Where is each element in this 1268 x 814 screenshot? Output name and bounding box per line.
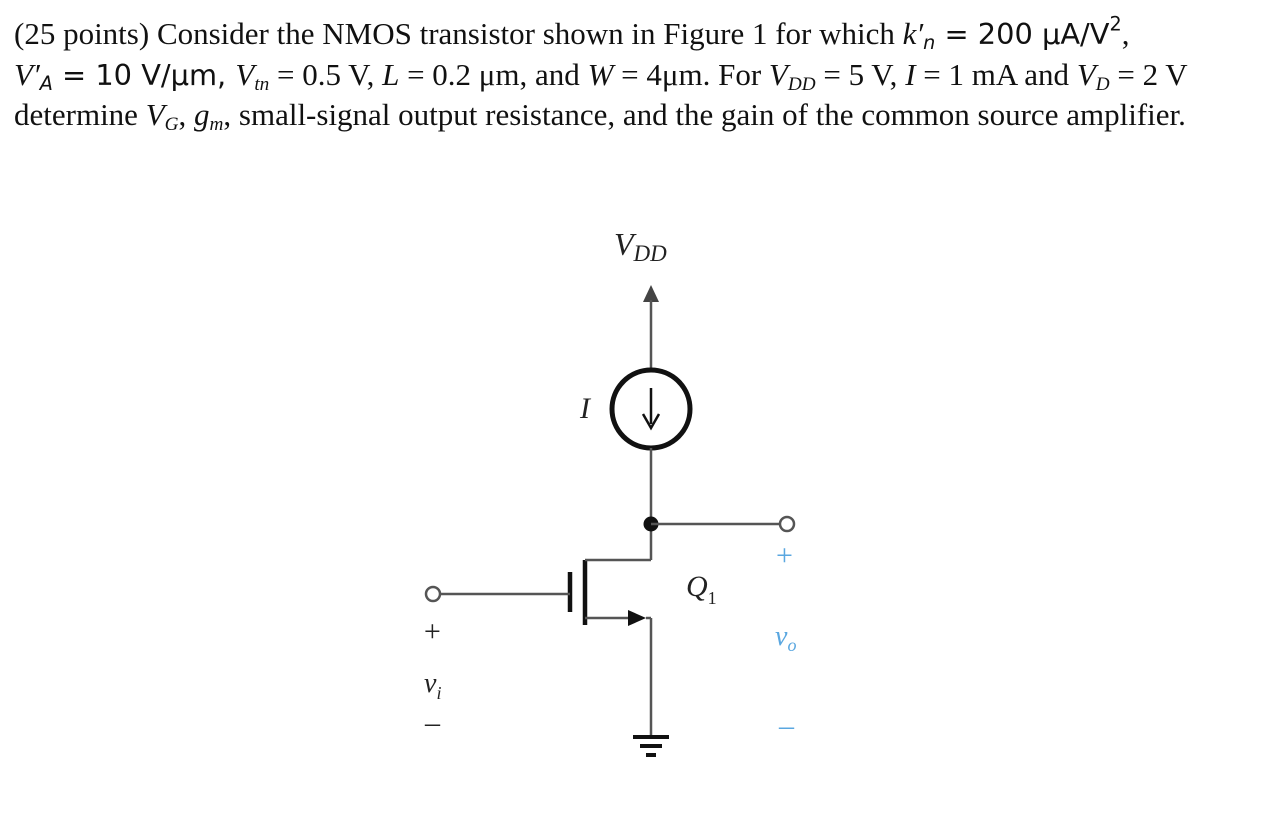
kn-exponent: 2 (1109, 12, 1122, 36)
kn-comma: , (1121, 16, 1130, 51)
points: (25 points) (14, 16, 150, 51)
separator: , (178, 97, 195, 132)
vdd-label: VDD (614, 226, 667, 266)
output-terminal (778, 515, 796, 533)
kn-symbol: k′n (902, 16, 936, 54)
output-label: vo (775, 621, 796, 655)
vtn-value: = 0.5 V, (269, 56, 383, 92)
vtn-symbol: Vtn (235, 56, 270, 95)
vdd-symbol: VDD (768, 56, 816, 95)
current-label: I (579, 392, 592, 425)
vg-symbol: VG (145, 97, 179, 135)
l-value: = 0.2 μm, and (399, 56, 588, 92)
input-plus: + (422, 615, 442, 648)
text-intro: Consider the NMOS transistor shown in Fi… (149, 16, 903, 51)
i-symbol: I (905, 56, 916, 92)
w-symbol: W (587, 56, 614, 92)
va-value: = 10 V/μm, (52, 57, 236, 92)
w-value: = 4μm. For (613, 56, 769, 92)
output-plus: + (776, 539, 793, 572)
vdd-arrow-icon (643, 285, 659, 302)
input-label: vi (424, 668, 441, 703)
vdd-value: = 5 V, (815, 56, 906, 92)
output-minus: – (778, 709, 795, 742)
transistor-label: Q1 (686, 570, 717, 608)
gm-symbol: gm (194, 97, 224, 135)
i-value: = 1 mA and (915, 56, 1077, 92)
current-arrow-head (641, 413, 661, 431)
input-terminal (424, 585, 442, 603)
va-symbol: V′A (14, 56, 53, 95)
kn-value: = 200 μA/V (935, 17, 1110, 51)
text-end: , small-signal output resistance, and th… (223, 97, 1186, 132)
l-symbol: L (382, 56, 400, 92)
problem-statement: (25 points) Consider the NMOS transistor… (14, 14, 1254, 136)
input-minus: – (424, 706, 441, 739)
source-arrow-icon (628, 610, 646, 626)
vd-value: = 2 V determine (14, 56, 1188, 133)
vd-symbol: VD (1076, 56, 1110, 95)
